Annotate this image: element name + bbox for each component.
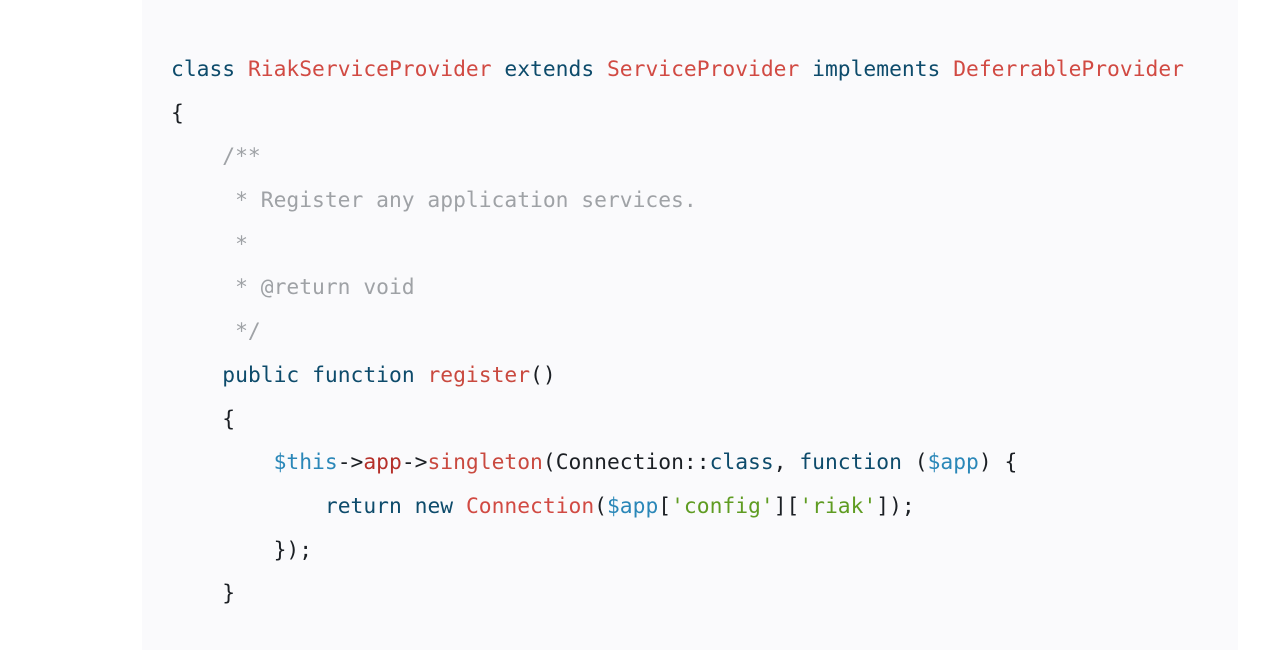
code-token-plain: [ bbox=[658, 493, 672, 519]
code-token-keyword: function bbox=[312, 362, 415, 388]
code-token-comment: /** bbox=[171, 144, 261, 170]
code-token-plain bbox=[453, 494, 466, 519]
code-token-plain bbox=[299, 363, 312, 388]
code-line: * @return void bbox=[171, 266, 1184, 310]
code-token-comment: * @return void bbox=[171, 275, 415, 301]
code-token-plain bbox=[415, 363, 428, 388]
code-token-plain bbox=[171, 450, 274, 475]
code-token-plain: -> bbox=[401, 450, 428, 476]
code-line: } bbox=[171, 572, 1184, 616]
code-token-prop: app bbox=[363, 450, 402, 476]
code-token-keyword: function bbox=[799, 450, 902, 476]
code-token-plain: () bbox=[530, 362, 556, 388]
code-line: /** bbox=[171, 135, 1184, 179]
code-token-comment: * Register any application services. bbox=[171, 188, 697, 214]
code-token-plain: (Connection:: bbox=[542, 450, 710, 476]
code-line: { bbox=[171, 398, 1184, 442]
code-line: }); bbox=[171, 529, 1184, 573]
code-token-keyword: class bbox=[171, 57, 236, 82]
code-token-func: singleton bbox=[427, 450, 543, 476]
code-token-plain bbox=[594, 57, 607, 82]
code-token-keyword: new bbox=[414, 493, 454, 519]
code-line: class RiakServiceProvider extends Servic… bbox=[171, 48, 1184, 92]
code-token-plain: ) { bbox=[978, 450, 1018, 476]
code-token-plain: } bbox=[171, 581, 236, 607]
code-token-keyword: class bbox=[709, 450, 774, 476]
code-token-plain: }); bbox=[171, 537, 313, 563]
code-line: * bbox=[171, 223, 1184, 267]
code-token-string: 'riak' bbox=[799, 493, 877, 519]
code-token-var: $app bbox=[927, 450, 979, 476]
code-line: return new Connection($app['config']['ri… bbox=[171, 485, 1184, 529]
code-token-plain bbox=[492, 57, 505, 82]
code-token-keyword: return bbox=[324, 493, 402, 519]
code-token-plain: ][ bbox=[773, 493, 800, 519]
code-token-comment: * bbox=[171, 231, 248, 257]
code-token-var: $this bbox=[273, 450, 338, 476]
code-token-comment: */ bbox=[171, 319, 261, 345]
code-token-plain bbox=[799, 57, 812, 82]
code-token-class: RiakServiceProvider bbox=[247, 57, 492, 82]
code-token-plain: ( bbox=[594, 493, 607, 519]
code-block: class RiakServiceProvider extends Servic… bbox=[171, 48, 1184, 616]
code-token-plain: , bbox=[773, 450, 800, 476]
code-line: * Register any application services. bbox=[171, 179, 1184, 223]
code-token-func: register bbox=[427, 362, 531, 388]
code-token-class: DeferrableProvider bbox=[953, 57, 1184, 82]
code-line: */ bbox=[171, 310, 1184, 354]
code-line: $this->app->singleton(Connection::class,… bbox=[171, 441, 1184, 485]
code-token-plain bbox=[171, 363, 222, 388]
code-line: { bbox=[171, 92, 1184, 136]
code-token-plain bbox=[940, 57, 953, 82]
code-panel: class RiakServiceProvider extends Servic… bbox=[142, 0, 1238, 650]
code-token-class: Connection bbox=[465, 493, 595, 519]
code-token-plain: { bbox=[171, 406, 236, 432]
code-token-plain: -> bbox=[337, 450, 364, 476]
code-token-class: ServiceProvider bbox=[606, 57, 800, 82]
code-token-plain: ( bbox=[901, 450, 928, 476]
code-token-plain: { bbox=[171, 100, 184, 126]
code-token-plain bbox=[171, 494, 325, 519]
code-token-plain bbox=[402, 494, 415, 519]
code-token-keyword: public bbox=[222, 362, 300, 388]
code-token-keyword: implements bbox=[812, 57, 941, 82]
code-line: public function register() bbox=[171, 354, 1184, 398]
code-token-string: 'config' bbox=[671, 493, 774, 519]
code-token-var: $app bbox=[606, 493, 659, 519]
code-token-plain bbox=[235, 57, 248, 82]
code-token-keyword: extends bbox=[504, 57, 595, 82]
code-token-plain: ]); bbox=[876, 493, 915, 519]
